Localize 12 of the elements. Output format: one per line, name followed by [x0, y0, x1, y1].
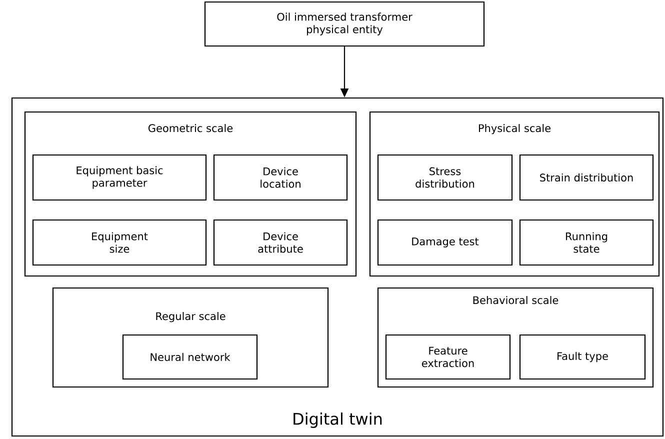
- process-box: Damage test: [377, 219, 513, 266]
- process-box: Running state: [519, 219, 654, 266]
- process-box: Device attribute: [213, 219, 348, 266]
- process-box: Stress distribution: [377, 154, 513, 201]
- entity-box: Oil immersed transformer physical entity: [204, 1, 485, 47]
- process-box: Equipment basic parameter: [32, 154, 207, 201]
- process-box: Neural network: [122, 334, 258, 380]
- process-box: Device location: [213, 154, 348, 201]
- process-box: Feature extraction: [385, 334, 511, 380]
- process-box: Strain distribution: [519, 154, 654, 201]
- process-box: Equipment size: [32, 219, 207, 266]
- process-box: Fault type: [519, 334, 646, 380]
